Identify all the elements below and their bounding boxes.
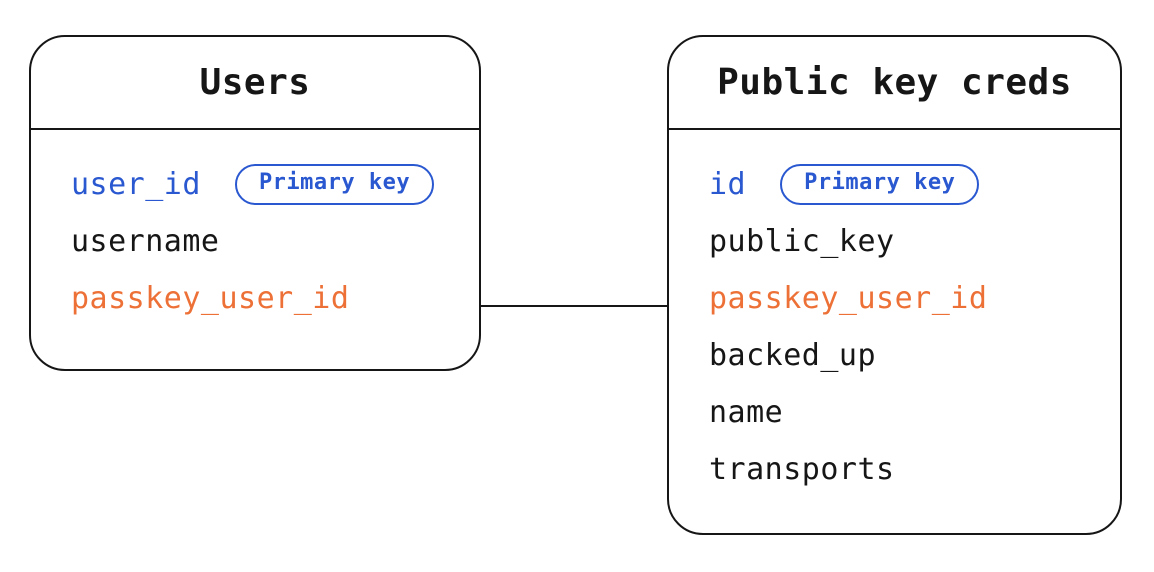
table-users-header: Users (31, 37, 479, 130)
field-name: passkey_user_id (71, 281, 350, 316)
table-users: Users user_id Primary key username passkey_… (29, 35, 481, 371)
field-name: id (709, 167, 747, 202)
primary-key-badge: Primary key (780, 164, 980, 205)
relationship-line (481, 305, 667, 307)
field-name: backed_up (709, 338, 877, 373)
field-name: username (71, 224, 220, 259)
table-public-key-creds-header: Public key creds (669, 37, 1120, 130)
field-row: backed_up (709, 327, 1110, 384)
primary-key-badge: Primary key (234, 164, 435, 205)
table-users-body: user_id Primary key username passkey_user_i… (31, 130, 479, 327)
table-public-key-creds: Public key creds id Primary key public_key… (667, 35, 1122, 535)
field-name: public_key (709, 224, 895, 259)
field-name: user_id (71, 167, 201, 202)
table-public-key-creds-title: Public key creds (717, 62, 1072, 103)
table-users-title: Users (199, 62, 311, 103)
field-row: id Primary key (709, 156, 1110, 213)
field-name: name (709, 395, 784, 430)
field-name: transports (709, 452, 895, 487)
field-row: user_id Primary key (71, 156, 469, 213)
field-row: username (71, 213, 469, 270)
field-row: public_key (709, 213, 1110, 270)
field-name: passkey_user_id (709, 281, 988, 316)
field-row: name (709, 384, 1110, 441)
field-row: passkey_user_id (71, 270, 469, 327)
field-row: passkey_user_id (709, 270, 1110, 327)
field-row: transports (709, 441, 1110, 498)
